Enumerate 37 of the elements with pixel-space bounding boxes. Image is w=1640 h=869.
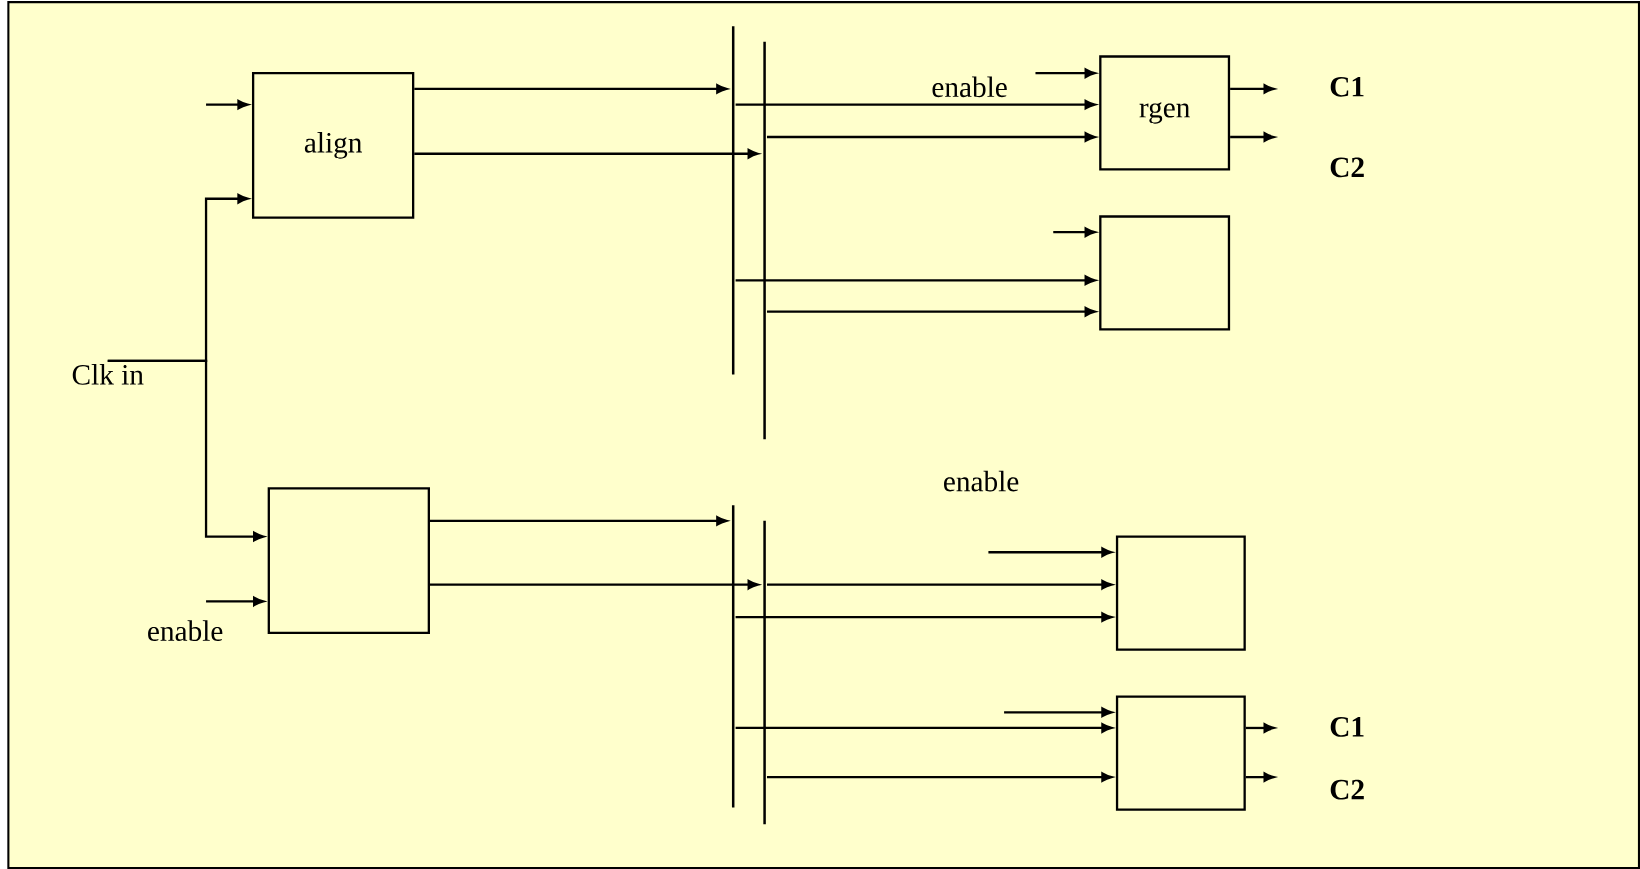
signal-label: C1 — [1330, 76, 1364, 97]
block-box: align — [251, 72, 415, 219]
signal-label: C1 — [1330, 717, 1364, 737]
arrow — [767, 132, 1096, 142]
bus-line — [763, 41, 766, 440]
block-box — [1099, 215, 1231, 331]
arrow — [1230, 132, 1275, 142]
bus-line — [763, 520, 766, 825]
signal-label: enable — [932, 76, 1007, 98]
arrow — [735, 612, 1113, 622]
arrow — [206, 596, 265, 607]
bus-line — [731, 26, 735, 375]
arrow — [414, 148, 759, 159]
arrow — [1245, 723, 1275, 733]
signal-label: C2 — [1330, 779, 1364, 800]
block-box: rgen — [1099, 55, 1231, 171]
arrow — [1245, 772, 1275, 782]
arrow — [767, 579, 1113, 590]
block-box — [1115, 695, 1246, 811]
arrow — [1053, 227, 1096, 237]
block-box — [1115, 535, 1246, 651]
arrow — [430, 515, 728, 526]
signal-label: Clk in — [72, 364, 144, 385]
bus-line — [731, 505, 735, 808]
arrow — [735, 723, 1113, 733]
arrow — [1035, 68, 1096, 78]
signal-label: C2 — [1330, 157, 1364, 178]
arrow — [735, 275, 1096, 286]
arrow — [1004, 707, 1113, 718]
block-box — [267, 487, 430, 634]
arrow — [414, 83, 728, 94]
arrow — [1230, 83, 1275, 94]
arrow — [107, 359, 265, 542]
arrow — [988, 547, 1113, 557]
signal-label: enable — [148, 620, 223, 641]
arrow — [767, 772, 1113, 782]
signal-label: enable — [944, 470, 1019, 492]
